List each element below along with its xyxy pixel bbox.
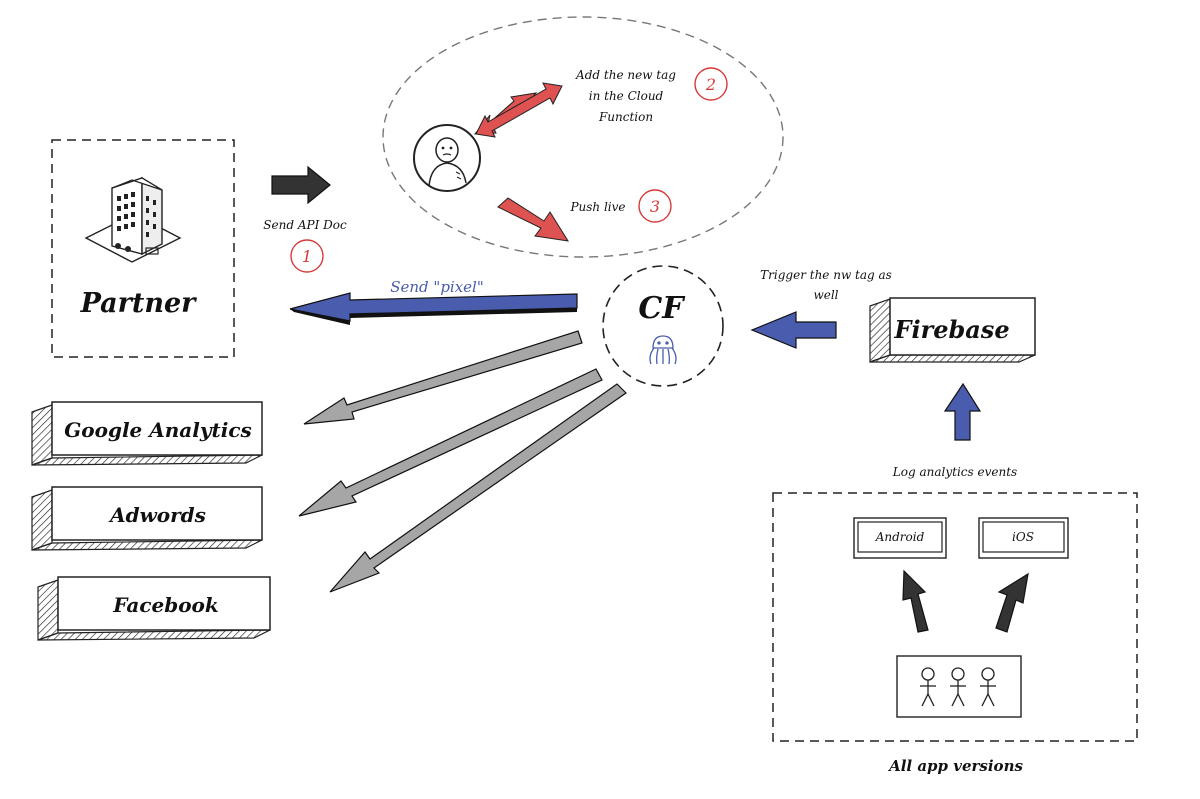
step-3-badge: 3 (638, 189, 672, 223)
all-app-versions-caption: All app versions (887, 757, 1023, 775)
add-tag-double-arrow (473, 82, 563, 138)
send-pixel-label: Send "pixel" (390, 278, 484, 296)
google-analytics-label: Google Analytics (64, 418, 252, 442)
push-live-label: Push live (569, 200, 625, 214)
add-tag-label-line-3: Function (598, 110, 653, 124)
trigger-label-line-1: Trigger the nw tag as (760, 268, 892, 282)
octopus-icon (649, 335, 677, 365)
partner-label: Partner (80, 288, 198, 319)
adwords-label: Adwords (108, 503, 206, 527)
push-live-arrow (497, 197, 569, 242)
cloud-function-node: CF (602, 265, 724, 387)
partner-box: Partner (51, 139, 235, 358)
cf-label: CF (638, 291, 686, 326)
developer-zone (382, 16, 784, 258)
person-icon (413, 124, 481, 192)
adwords-block: Adwords (31, 486, 263, 551)
trigger-arrow (750, 311, 837, 349)
trigger-label-line-2: well (813, 288, 838, 302)
add-tag-label-line-1: Add the new tag (575, 68, 676, 82)
step-3-number: 3 (650, 197, 660, 216)
ios-box: iOS (978, 517, 1069, 559)
android-label: Android (875, 530, 925, 544)
send-api-doc-label: Send API Doc (263, 218, 347, 232)
step-1-number: 1 (302, 247, 312, 266)
step-1-badge: 1 (290, 239, 324, 273)
firebase-block: Firebase (869, 297, 1036, 363)
step-2-number: 2 (705, 75, 716, 94)
add-tag-label-line-2: in the Cloud (589, 89, 664, 103)
arrow-to-adwords (298, 368, 603, 517)
log-events-label: Log analytics events (892, 465, 1017, 479)
android-box: Android (853, 517, 947, 559)
log-events-arrow (943, 382, 982, 441)
arrow-to-android (902, 569, 929, 633)
send-pixel-arrow (289, 292, 578, 325)
users-icon (896, 655, 1022, 718)
app-versions-box: Android iOS (772, 492, 1138, 742)
arrow-to-ios (995, 572, 1029, 633)
google-analytics-block: Google Analytics (31, 401, 263, 466)
ios-label: iOS (1012, 530, 1034, 544)
arrow-to-facebook (329, 383, 627, 593)
building-icon (84, 176, 182, 263)
send-api-doc-arrow (271, 165, 331, 205)
step-2-badge: 2 (694, 67, 728, 101)
facebook-label: Facebook (112, 593, 219, 617)
facebook-block: Facebook (37, 576, 271, 641)
arrow-to-google-analytics (303, 330, 583, 425)
firebase-label: Firebase (893, 315, 1009, 344)
